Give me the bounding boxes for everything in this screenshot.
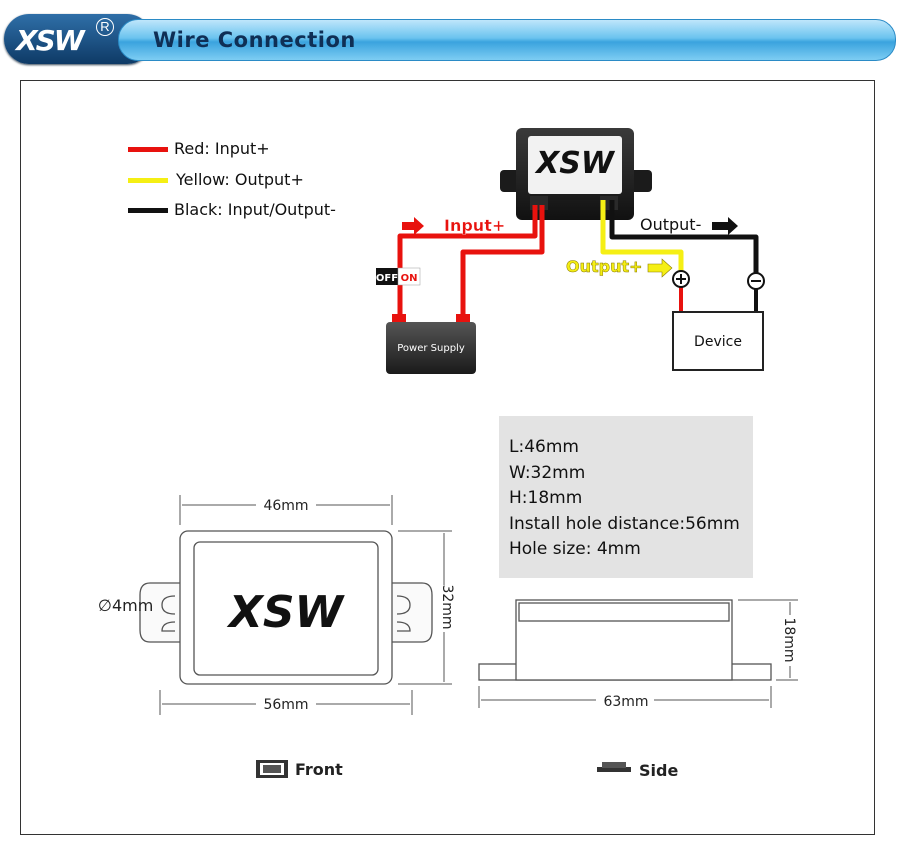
input-label: Input+ (444, 216, 505, 235)
spec-length: L:46mm (509, 437, 579, 457)
red-return-wire (460, 205, 545, 318)
output-minus-arrow-icon (712, 217, 738, 235)
brand-logo-text: XSW (16, 24, 85, 57)
registered-mark: R (96, 18, 114, 36)
header: XSW R Wire Connection (0, 0, 900, 78)
legend-label-yellow: Yellow: Output+ (176, 170, 304, 189)
yellow-output-wire (600, 200, 684, 275)
front-caption: Front (295, 760, 343, 779)
input-arrow-icon (402, 217, 424, 235)
side-view-drawing (478, 599, 772, 681)
front-width-label: 46mm (263, 498, 308, 514)
side-caption: Side (639, 761, 678, 780)
output-plus-arrow-icon (647, 258, 673, 278)
switch-on-label: ON (401, 273, 418, 284)
spec-height: H:18mm (509, 488, 583, 508)
hole-size-label: ∅4mm (98, 596, 153, 615)
spec-width: W:32mm (509, 463, 586, 483)
spec-hole-distance: Install hole distance:56mm (509, 514, 740, 534)
legend-label-black: Black: Input/Output- (174, 200, 336, 219)
side-height-label: 18mm (781, 617, 797, 662)
output-minus-label: Output- (640, 215, 701, 234)
module-logo: XSW (534, 146, 616, 181)
device: Device (672, 311, 764, 371)
content-frame (20, 80, 875, 835)
front-dimensions (159, 495, 452, 715)
switch-off-label: OFF (376, 273, 398, 284)
black-output-wire (609, 200, 759, 275)
output-plus-label: Output+ (566, 257, 643, 276)
side-total-label: 63mm (603, 694, 648, 710)
front-caption-icon (256, 760, 288, 778)
legend-label-red: Red: Input+ (174, 139, 270, 158)
power-switch: OFF ON (376, 267, 421, 286)
front-total-label: 56mm (263, 697, 308, 713)
side-dimensions (478, 599, 798, 708)
title-bar: Wire Connection (118, 19, 896, 61)
side-caption-icon (597, 762, 631, 772)
front-logo: XSW (226, 587, 346, 638)
device-label: Device (694, 334, 742, 350)
black-wire-swatch (128, 208, 168, 213)
spec-hole-size: Hole size: 4mm (509, 539, 641, 559)
specs-box: L:46mm W:32mm H:18mm Install hole distan… (499, 416, 753, 578)
power-supply: Power Supply (386, 314, 476, 374)
front-view-drawing (139, 530, 433, 685)
yellow-wire-swatch (128, 178, 168, 183)
power-supply-label: Power Supply (397, 343, 465, 354)
page-title: Wire Connection (153, 28, 356, 52)
front-height-label: 32mm (439, 584, 455, 629)
red-wire-swatch (128, 147, 168, 152)
converter-module: XSW (500, 128, 652, 220)
